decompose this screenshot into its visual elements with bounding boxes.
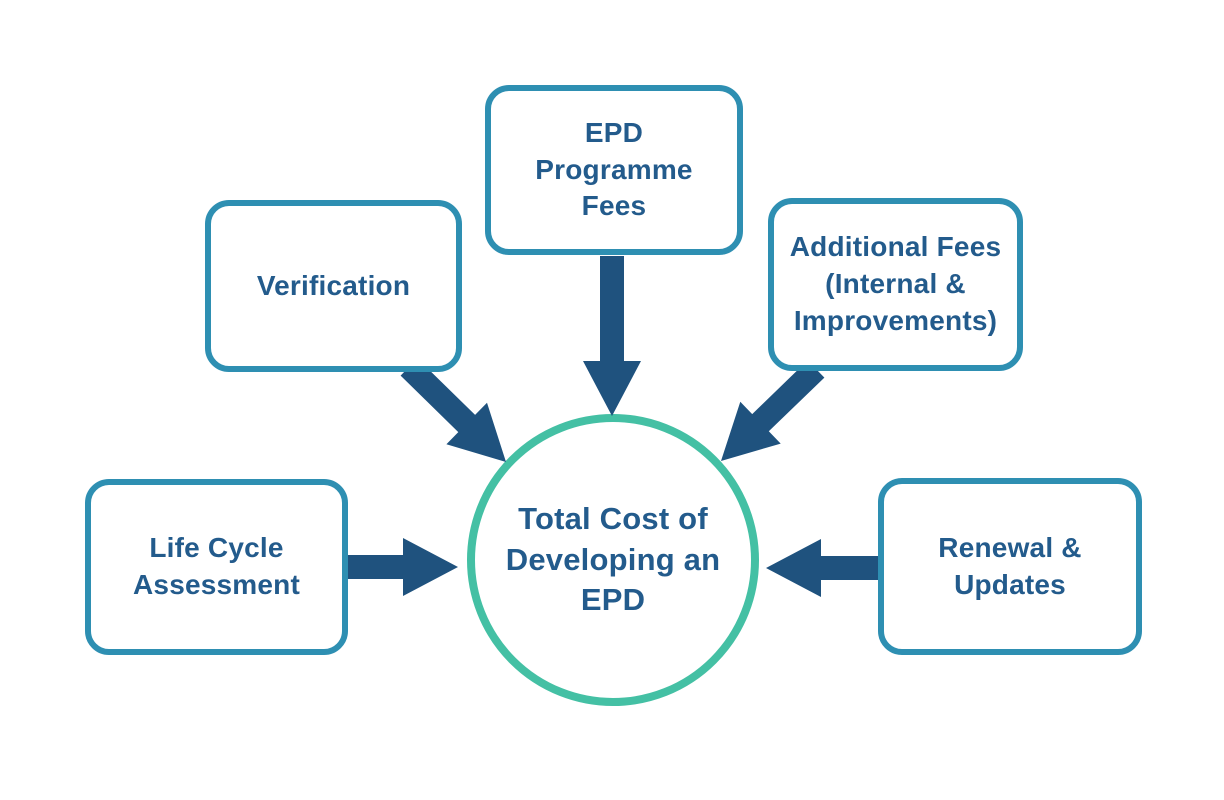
node-epd-programme-fees: EPD Programme Fees [485,85,743,255]
node-verification: Verification [205,200,462,372]
node-renewal-updates: Renewal & Updates [878,478,1142,655]
arrow-from-additional-fees [721,360,825,461]
arrow-from-verification [400,358,506,462]
arrow-from-renewal-updates [766,539,878,597]
node-verification-label: Verification [256,269,411,301]
node-life-cycle-assessment: Life Cycle Assessment [85,479,348,655]
node-additional-fees-label: Additional Fees (Internal & Improvements… [789,231,1002,336]
center-total-cost-circle: Total Cost of Developing an EPD [467,414,759,706]
node-life-cycle-assessment-label: Life Cycle Assessment [133,532,300,600]
node-additional-fees: Additional Fees (Internal & Improvements… [768,198,1023,371]
node-epd-programme-fees-label: EPD Programme Fees [535,116,693,222]
arrow-from-life-cycle-assessment [348,538,458,596]
arrow-from-epd-programme-fees [583,256,641,416]
node-renewal-updates-label: Renewal & Updates [938,531,1082,600]
center-total-cost-label: Total Cost of Developing an EPD [505,500,721,618]
